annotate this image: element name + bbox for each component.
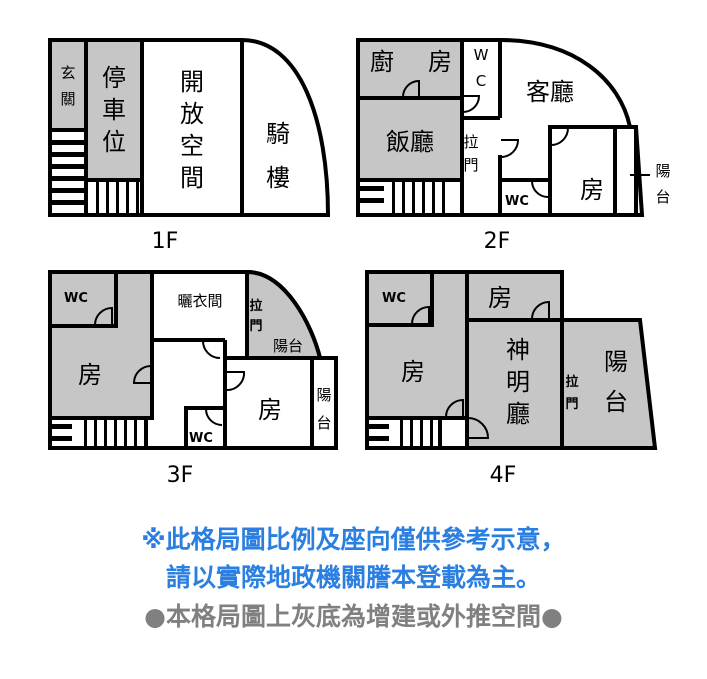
door-icon xyxy=(500,139,520,158)
4f-bedroom-top-label: 房 xyxy=(488,284,512,312)
4f-shrine-label: 明 xyxy=(506,368,530,396)
2f-dining-room xyxy=(356,96,464,182)
2f-kitchen-label: 廚 xyxy=(370,48,394,76)
3f-balcony-label: 陽 xyxy=(316,386,331,404)
2f-wc-small-label: WC xyxy=(505,194,529,209)
door-icon xyxy=(411,305,430,325)
4f-sliding-door-label: 門 xyxy=(565,397,578,412)
disclaimer-line-2: 請以實際地政機關謄本登載為主。 xyxy=(165,563,541,592)
1f-stairs-vertical xyxy=(96,180,139,215)
4f-sliding-door-label: 拉 xyxy=(565,374,578,390)
door-icon xyxy=(94,306,113,326)
4f-stairs xyxy=(367,418,433,448)
door-icon xyxy=(445,398,464,418)
door-icon xyxy=(531,300,550,320)
disclaimer-line-1: ※此格局圖比例及座向僅供參考示意， xyxy=(141,525,566,554)
2f-balcony-label: 陽 xyxy=(655,162,670,180)
door-icon xyxy=(462,95,481,113)
floor-label-1f: 1F xyxy=(152,229,179,254)
2f-balcony-label: 台 xyxy=(655,188,670,206)
2f-stairs xyxy=(358,180,445,215)
3f-laundry-label: 曬衣間 xyxy=(177,292,222,310)
floor-plan-1f: 玄 關 停 車 位 開 放 空 間 騎 樓 1F xyxy=(48,38,331,254)
3f-stairs xyxy=(50,418,137,448)
4f-balcony-label: 陽 xyxy=(604,348,628,376)
1f-arcade-label: 騎 xyxy=(266,120,290,148)
door-icon xyxy=(402,79,420,98)
3f-wc-room xyxy=(48,270,118,328)
1f-open-space-label: 空 xyxy=(180,132,204,160)
floor-label-2f: 2F xyxy=(484,229,511,254)
2f-bedroom-label: 房 xyxy=(580,176,604,204)
3f-bedroom-left-label: 房 xyxy=(78,361,102,389)
2f-wc-label: W xyxy=(474,46,489,64)
3f-wc-small-label: WC xyxy=(189,431,213,446)
3f-balcony-label: 台 xyxy=(316,414,331,432)
1f-open-space-label: 開 xyxy=(180,68,204,96)
floor-plan-4f: WC 房 房 神 明 廳 拉 門 陽 台 4F xyxy=(365,270,658,488)
3f-sliding-door-label: 門 xyxy=(249,319,262,334)
2f-kitchen-label: 房 xyxy=(428,48,452,76)
4f-bedroom-left-label: 房 xyxy=(401,358,425,386)
2f-sliding-door-label: 門 xyxy=(463,156,478,174)
door-icon xyxy=(205,408,223,426)
4f-wc-room xyxy=(365,270,434,327)
4f-wc-label: WC xyxy=(382,291,406,306)
1f-entry-label: 玄 xyxy=(60,64,75,82)
4f-shrine-label: 神 xyxy=(506,336,530,364)
door-icon xyxy=(550,127,569,146)
4f-shrine-label: 廳 xyxy=(506,400,530,428)
1f-parking-label: 車 xyxy=(102,96,126,124)
3f-balcony-curve-label: 陽台 xyxy=(273,337,303,355)
3f-bedroom-right-label: 房 xyxy=(258,396,282,424)
door-icon xyxy=(225,371,246,392)
floor-plan-3f: WC 房 曬衣間 拉 門 陽台 房 WC 陽 台 3F xyxy=(48,269,338,488)
door-icon xyxy=(467,417,490,439)
1f-parking-label: 停 xyxy=(102,64,126,92)
door-icon xyxy=(531,180,549,198)
1f-entry-label: 關 xyxy=(60,90,75,108)
2f-sliding-door-label: 拉 xyxy=(463,133,478,151)
floor-label-3f: 3F xyxy=(167,463,194,488)
1f-open-space-label: 間 xyxy=(180,164,204,192)
1f-parking-room xyxy=(84,38,144,182)
1f-entry-room xyxy=(48,38,88,132)
2f-living-room-label: 客廳 xyxy=(526,78,574,106)
2f-wc-label: C xyxy=(476,72,486,90)
3f-wc-label: WC xyxy=(64,291,88,306)
extension-note: ●本格局圖上灰底為增建或外推空間● xyxy=(144,602,563,631)
1f-open-space-label: 放 xyxy=(180,100,204,128)
floor-label-4f: 4F xyxy=(490,463,517,488)
door-icon xyxy=(202,340,221,359)
1f-stairs-horizontal xyxy=(50,140,84,205)
1f-arcade-label: 樓 xyxy=(266,164,290,192)
3f-sliding-door-label: 拉 xyxy=(249,298,262,314)
4f-balcony-label: 台 xyxy=(604,388,628,416)
floor-plan-2f: 廚 房 W C 客廳 飯廳 拉 門 WC 房 陽 台 2F xyxy=(356,38,671,254)
door-icon xyxy=(132,365,152,384)
2f-dining-label: 飯廳 xyxy=(386,128,434,156)
1f-parking-label: 位 xyxy=(102,128,126,156)
